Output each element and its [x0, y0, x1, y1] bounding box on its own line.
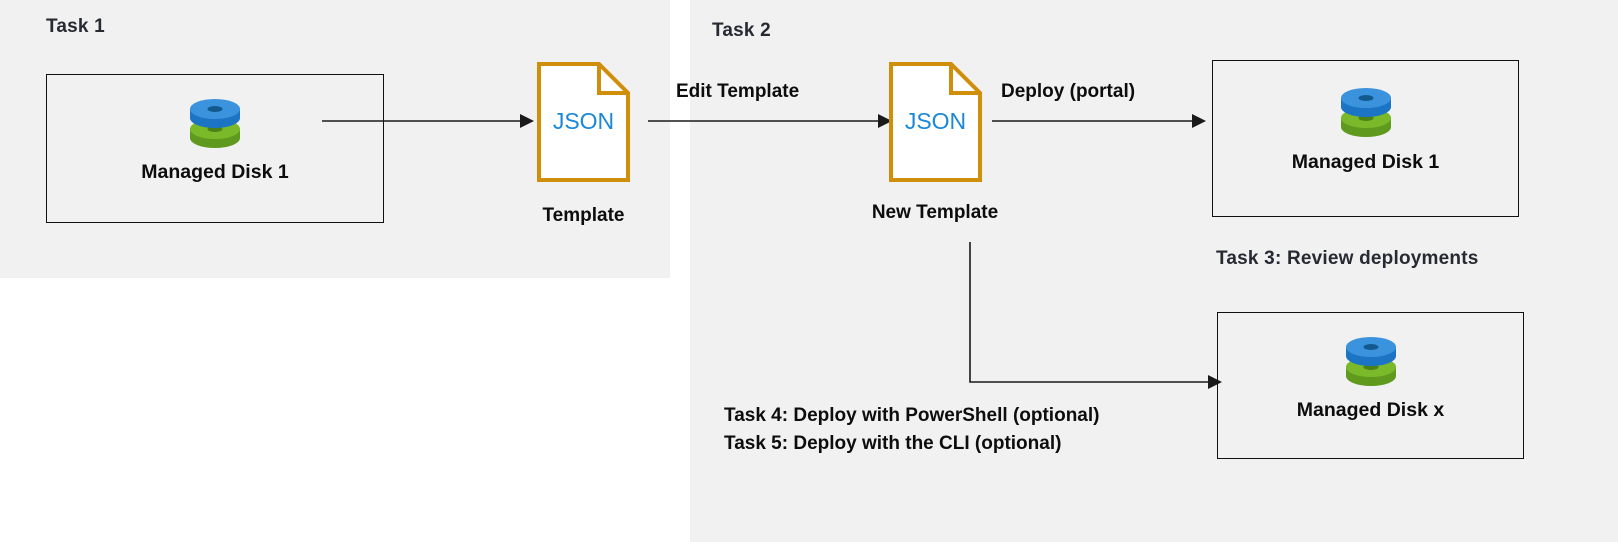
source-managed-disk-caption: Managed Disk 1	[141, 161, 289, 183]
task2-label: Task 2	[712, 20, 771, 41]
new-template-caption: New Template	[871, 202, 999, 223]
connector-disk1-to-template	[318, 105, 538, 137]
managed-disk-icon	[1341, 333, 1401, 396]
task2-region-panel	[690, 0, 1618, 542]
deploy-portal-label: Deploy (portal)	[1001, 81, 1136, 102]
edit-template-label: Edit Template	[676, 81, 800, 102]
json-document-icon	[537, 62, 630, 182]
connector-new-template-to-diskx	[936, 240, 1226, 390]
new-template-json-text: JSON	[904, 108, 967, 134]
connector-template-to-new-template	[648, 106, 896, 136]
deployed-managed-disk-1-caption: Managed Disk 1	[1291, 151, 1440, 173]
source-managed-disk-box[interactable]: Managed Disk 1	[46, 74, 384, 223]
task5-label: Task 5: Deploy with the CLI (optional)	[724, 433, 1062, 454]
task3-label: Task 3: Review deployments	[1216, 248, 1479, 269]
deployed-managed-disk-x-box[interactable]: Managed Disk x	[1217, 312, 1524, 459]
connector-new-template-to-disk1	[992, 106, 1210, 136]
deployed-managed-disk-x-caption: Managed Disk x	[1296, 399, 1445, 421]
deployed-managed-disk-1-box[interactable]: Managed Disk 1	[1212, 60, 1519, 217]
template-json-text: JSON	[552, 108, 615, 134]
template-caption: Template	[542, 205, 625, 226]
task4-label: Task 4: Deploy with PowerShell (optional…	[724, 405, 1100, 426]
task1-label: Task 1	[46, 16, 105, 37]
managed-disk-icon	[1336, 84, 1396, 147]
managed-disk-icon	[185, 95, 245, 158]
json-document-icon	[889, 62, 982, 182]
new-template-json-document[interactable]: JSON	[889, 62, 982, 182]
template-json-document[interactable]: JSON	[537, 62, 630, 182]
